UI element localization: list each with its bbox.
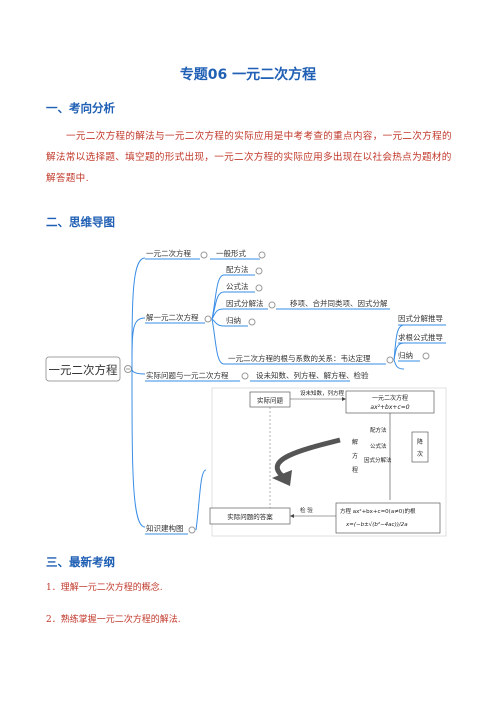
analysis-paragraph: 一元二次方程的解法与一元二次方程的实际应用是中考考查的重点内容，一元二次方程的解…	[46, 131, 452, 184]
branch-applications: 实际问题与一元二次方程	[146, 370, 229, 380]
leaf-formula-derivation: 求根公式推导	[398, 332, 443, 342]
leaf-completing-square: 配方法	[226, 264, 249, 274]
knowledge-flowchart: 实际问题 设未知数，列方程 一元二次方程 ax²+bx+c=0 解 方 程 配方…	[209, 387, 447, 537]
expand-icon[interactable]	[258, 251, 266, 259]
method-formula: 公式法	[370, 442, 387, 450]
leaf-formula-method: 公式法	[226, 281, 249, 291]
leaf-general-form: 一般形式	[216, 248, 246, 258]
method-factorization: 因式分解法	[364, 456, 392, 464]
collapse-icon[interactable]	[200, 251, 208, 259]
branch-equation: 一元二次方程	[146, 248, 191, 258]
factorization-steps: 移项、合并同类项、因式分解	[290, 298, 388, 308]
reduce-char-2: 次	[417, 450, 423, 458]
leaf-factorization: 因式分解法	[226, 298, 264, 308]
equation-title: 一元二次方程	[372, 394, 408, 402]
root-line: 方程 ax²+bx+c=0(a≠0)的根	[340, 507, 416, 515]
section-heading-analysis: 一、考向分析	[46, 101, 115, 115]
leaf-summary: 归纳	[226, 315, 241, 325]
branch-solve: 解一元二次方程	[146, 312, 199, 322]
answer-label: 实际问题的答案	[227, 512, 273, 521]
expand-icon[interactable]	[255, 284, 263, 292]
leaf-sub-summary: 归纳	[398, 350, 413, 360]
expand-icon[interactable]	[255, 267, 263, 275]
solve-char-2: 方	[352, 452, 358, 460]
branch-knowledge-map: 知识建构图	[146, 523, 184, 533]
root-label: 一元二次方程	[49, 363, 118, 377]
section-heading-mindmap: 二、思维导图	[46, 215, 115, 229]
real-problem-label: 实际问题	[257, 396, 284, 405]
solve-char-3: 程	[352, 466, 358, 474]
syllabus-item-1: 1．理解一元二次方程的概念.	[46, 583, 163, 593]
check-label: 检 验	[300, 506, 313, 514]
expand-icon[interactable]	[422, 352, 430, 360]
equation-formula: ax²+bx+c=0	[370, 404, 409, 411]
collapse-icon[interactable]	[241, 372, 249, 380]
collapse-icon[interactable]	[188, 526, 196, 534]
section-heading-syllabus: 三、最新考纲	[46, 555, 115, 569]
collapse-icon[interactable]	[204, 315, 212, 323]
root-formula: x=(−b±√(b²−4ac))/2a	[345, 521, 408, 528]
reduce-box	[411, 431, 429, 463]
solve-char-1: 解	[352, 438, 358, 446]
set-unknown-label: 设未知数，列方程	[300, 389, 345, 397]
method-completing-square: 配方法	[370, 426, 387, 434]
syllabus-item-2: 2．熟练掌握一元二次方程的解法.	[46, 615, 181, 625]
collapse-icon[interactable]	[268, 301, 276, 309]
application-steps: 设未知数、列方程、解方程、检验	[256, 370, 369, 380]
root-node	[45, 356, 121, 382]
expand-icon[interactable]	[248, 318, 256, 326]
document-title: 专题06 一元二次方程	[179, 67, 317, 83]
leaf-factor-derivation: 因式分解推导	[398, 313, 443, 323]
reduce-char-1: 降	[417, 438, 423, 446]
leaf-vieta: 一元二次方程的根与系数的关系：韦达定理	[228, 353, 371, 363]
collapse-icon[interactable]	[386, 356, 394, 364]
root-box	[335, 502, 441, 534]
